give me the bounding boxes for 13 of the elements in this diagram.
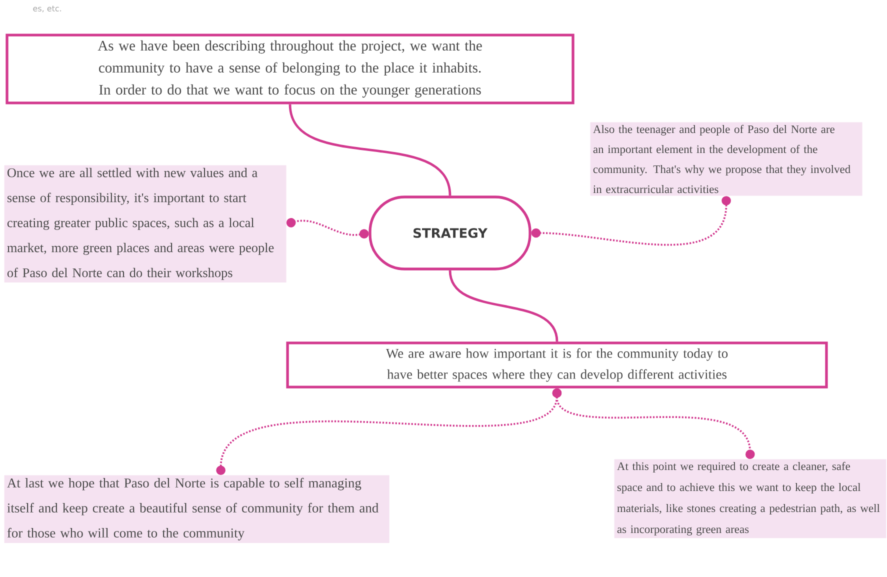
- connector: [531, 196, 731, 246]
- text-box: We are aware how important it is for the community today to have better spaces where they can develop different activities: [286, 342, 828, 388]
- highlighted-text: At last we hope that Paso del Norte is capable to self managing itself and keep create a beautiful sense of community for them and for those who will come to the community: [4, 475, 390, 543]
- cut-off-text: es, etc.: [33, 6, 62, 12]
- connector: [288, 104, 452, 196]
- text-box: As we have been describing throughout the project, we want the community to have a sense of belonging to the place it inhabits. In order to do that we want to focus on the younger generations: [6, 34, 574, 104]
- highlighted-text: Once we are all settled with new values and a sense of responsibility, it's important to start creating greater public spaces, such as a local market, more green places and areas were people of Paso del Norte can do their workshops: [4, 165, 286, 283]
- connector: [552, 388, 755, 459]
- highlighted-text: Also the teenager and people of Paso del Norte are an important element in the development of the community. That's why we propose that they involved in extracurricular activities: [590, 122, 862, 196]
- connector: [448, 270, 558, 342]
- topic-pill: STRATEGY: [368, 196, 532, 270]
- connector: [286, 218, 369, 238]
- highlighted-text: At this point we required to create a cleaner, safe space and to achieve this we want to keep the local materials, like stones creating a pedestrian path, as well as incorporating green areas: [614, 459, 886, 538]
